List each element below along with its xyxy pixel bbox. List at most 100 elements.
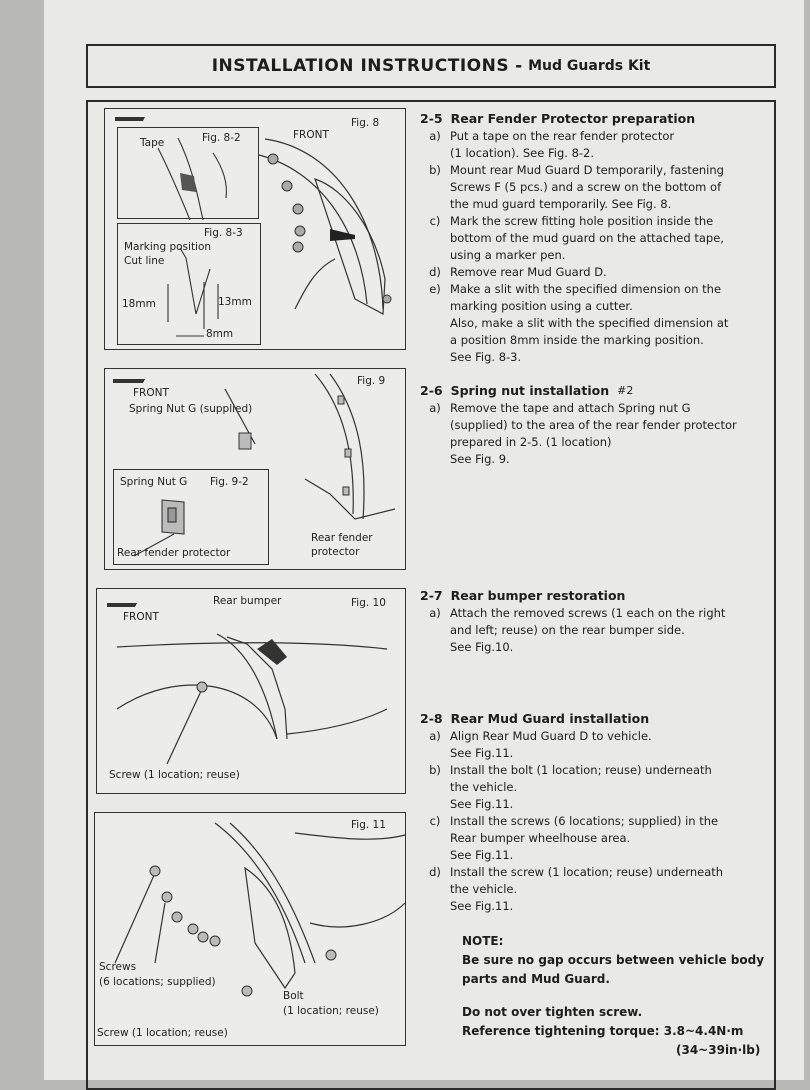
figure-10-front-label: FRONT <box>123 611 159 623</box>
step-text: Remove the tape and attach Spring nut G <box>450 401 691 415</box>
title-separator: - <box>515 56 523 76</box>
step-b: b)Mount rear Mud Guard D temporarily, fa… <box>420 162 790 179</box>
step-text: bottom of the mud guard on the attached … <box>450 231 724 245</box>
step-c: c) Mark the screw fitting hole position i… <box>420 213 790 230</box>
step-text: See Fig.11. <box>450 899 514 913</box>
step-letter: c) <box>429 814 441 828</box>
step-a: a)Remove the tape and attach Spring nut … <box>420 400 790 417</box>
figure-9-drawing <box>113 373 396 520</box>
figure-8-2: Fig. 8-2 Tape <box>117 127 259 220</box>
step-text: See Fig. 9. <box>450 452 510 466</box>
spring-nut-g-label: Spring Nut G <box>120 476 188 488</box>
step-text: Mark the screw fitting hole position ins… <box>450 214 714 228</box>
step-letter: a) <box>429 729 441 743</box>
dimension-13mm: 13mm <box>218 296 252 308</box>
section-number: 2-6 <box>420 383 443 398</box>
note-line: Be sure no gap occurs between vehicle bo… <box>462 953 765 967</box>
step-text: See Fig.11. <box>450 746 514 760</box>
step-text: Align Rear Mud Guard D to vehicle. <box>450 729 652 743</box>
section-2-8: 2-8 Rear Mud Guard installation a) Align … <box>420 710 790 915</box>
step-text: marking position using a cutter. <box>450 299 633 313</box>
figure-8-3-drawing <box>167 247 219 337</box>
step-text: Also, make a slit with the specified dim… <box>450 316 729 330</box>
figure-10-label: Fig. 10 <box>351 597 386 609</box>
step-text: Install the bolt (1 location; reuse) und… <box>450 763 712 777</box>
section-tag: #2 <box>617 384 634 397</box>
marking-position-label: Marking position <box>124 241 212 253</box>
figure-8: Fig. 8 FRONT Fig. 8-2 Tape Fig. 8-3 <box>104 108 406 350</box>
step-text: Mount rear Mud Guard D temporarily, fast… <box>450 163 724 177</box>
step-text: and left; reuse) on the rear bumper side… <box>450 623 685 637</box>
step-letter: a) <box>429 606 441 620</box>
step-c: c)Install the screws (6 locations; suppl… <box>420 813 790 830</box>
step-e: e) Make a slit with the specified dimensi… <box>420 281 790 298</box>
note-heading: NOTE: <box>462 934 504 948</box>
step-text: Install the screw (1 location; reuse) un… <box>450 865 724 879</box>
section-title: Spring nut installation <box>450 383 610 398</box>
step-b: b) Install the bolt (1 location; reuse) u… <box>420 762 790 779</box>
section-number: 2-7 <box>420 588 443 603</box>
note-line: Do not over tighten screw. <box>462 1005 643 1019</box>
section-heading: 2-8 Rear Mud Guard installation <box>420 710 790 727</box>
figure-10-drawing <box>107 603 388 765</box>
section-number: 2-5 <box>420 111 443 126</box>
section-2-7: 2-7 Rear bumper restoration a) Attach the… <box>420 587 790 656</box>
rear-bumper-label: Rear bumper <box>213 595 282 607</box>
step-text: See Fig.11. <box>450 797 514 811</box>
step-text: the mud guard temporarily. See Fig. 8. <box>450 197 672 211</box>
section-heading: 2-7 Rear bumper restoration <box>420 587 790 604</box>
tape-label: Tape <box>140 137 165 149</box>
section-2-5: 2-5 Rear Fender Protector preparation a)… <box>420 110 790 366</box>
step-d: d) Remove rear Mud Guard D. <box>420 264 790 281</box>
dimension-8mm: 8mm <box>206 328 234 340</box>
step-text: See Fig. 8-3. <box>450 350 522 364</box>
cut-line-label: Cut line <box>124 255 165 267</box>
figure-10: Fig. 10 FRONT Rear bumper Screw (1 locat… <box>96 588 406 794</box>
figure-11-label: Fig. 11 <box>351 819 386 831</box>
step-text: the vehicle. <box>450 882 518 896</box>
figure-9-2-label: Fig. 9-2 <box>210 476 249 488</box>
figure-8-2-drawing <box>157 137 227 220</box>
note-block: NOTE: Be sure no gap occurs between vehi… <box>462 932 782 1060</box>
figure-8-2-label: Fig. 8-2 <box>202 132 241 144</box>
section-title: Rear bumper restoration <box>450 588 626 603</box>
note-line: parts and Mud Guard. <box>462 972 610 986</box>
step-letter: c) <box>429 214 441 228</box>
section-title: Rear Mud Guard installation <box>450 711 650 726</box>
step-text: Screws F (5 pcs.) and a screw on the bot… <box>450 180 722 194</box>
figure-9-2-drawing <box>133 499 185 557</box>
rear-fender-label: Rear fender <box>311 532 373 544</box>
step-a: a) Attach the removed screws (1 each on t… <box>420 605 790 622</box>
step-text: the vehicle. <box>450 780 518 794</box>
step-text: Make a slit with the specified dimension… <box>450 282 722 296</box>
step-letter: e) <box>429 282 441 296</box>
step-letter: d) <box>429 265 441 279</box>
section-2-6: 2-6 Spring nut installation #2 a)Remove … <box>420 382 790 468</box>
section-title: Rear Fender Protector preparation <box>450 111 696 126</box>
step-letter: b) <box>429 763 441 777</box>
title-subtitle: Mud Guards Kit <box>528 58 651 74</box>
rear-fender-protector-label: Rear fender protector <box>117 547 231 559</box>
bolt-count-label: (1 location; reuse) <box>283 1005 379 1017</box>
screw-reuse-label: Screw (1 location; reuse) <box>97 1027 228 1039</box>
figure-8-3-label: Fig. 8-3 <box>204 227 243 239</box>
figure-8-3: Fig. 8-3 Marking position Cut line 18mm … <box>117 223 261 345</box>
figure-8-front-label: FRONT <box>293 129 329 141</box>
note-line: Reference tightening torque: 3.8~4.4N·m <box>462 1024 744 1038</box>
dimension-18mm: 18mm <box>122 298 156 310</box>
figure-11-drawing <box>114 822 406 997</box>
step-text: Attach the removed screws (1 each on the… <box>450 606 726 620</box>
step-text: See Fig.11. <box>450 848 514 862</box>
step-text: See Fig.10. <box>450 640 514 654</box>
bolt-label: Bolt <box>283 990 304 1002</box>
figure-9-label: Fig. 9 <box>357 375 386 387</box>
screws-count-label: (6 locations; supplied) <box>99 976 216 988</box>
step-d: d)Install the screw (1 location; reuse) … <box>420 864 790 881</box>
step-letter: a) <box>429 129 441 143</box>
section-heading: 2-6 Spring nut installation #2 <box>420 382 790 399</box>
step-text: a position 8mm inside the marking positi… <box>450 333 704 347</box>
step-text: Remove rear Mud Guard D. <box>450 265 607 279</box>
step-text: (supplied) to the area of the rear fende… <box>450 418 737 432</box>
section-number: 2-8 <box>420 711 443 726</box>
step-a: a) Align Rear Mud Guard D to vehicle. <box>420 728 790 745</box>
